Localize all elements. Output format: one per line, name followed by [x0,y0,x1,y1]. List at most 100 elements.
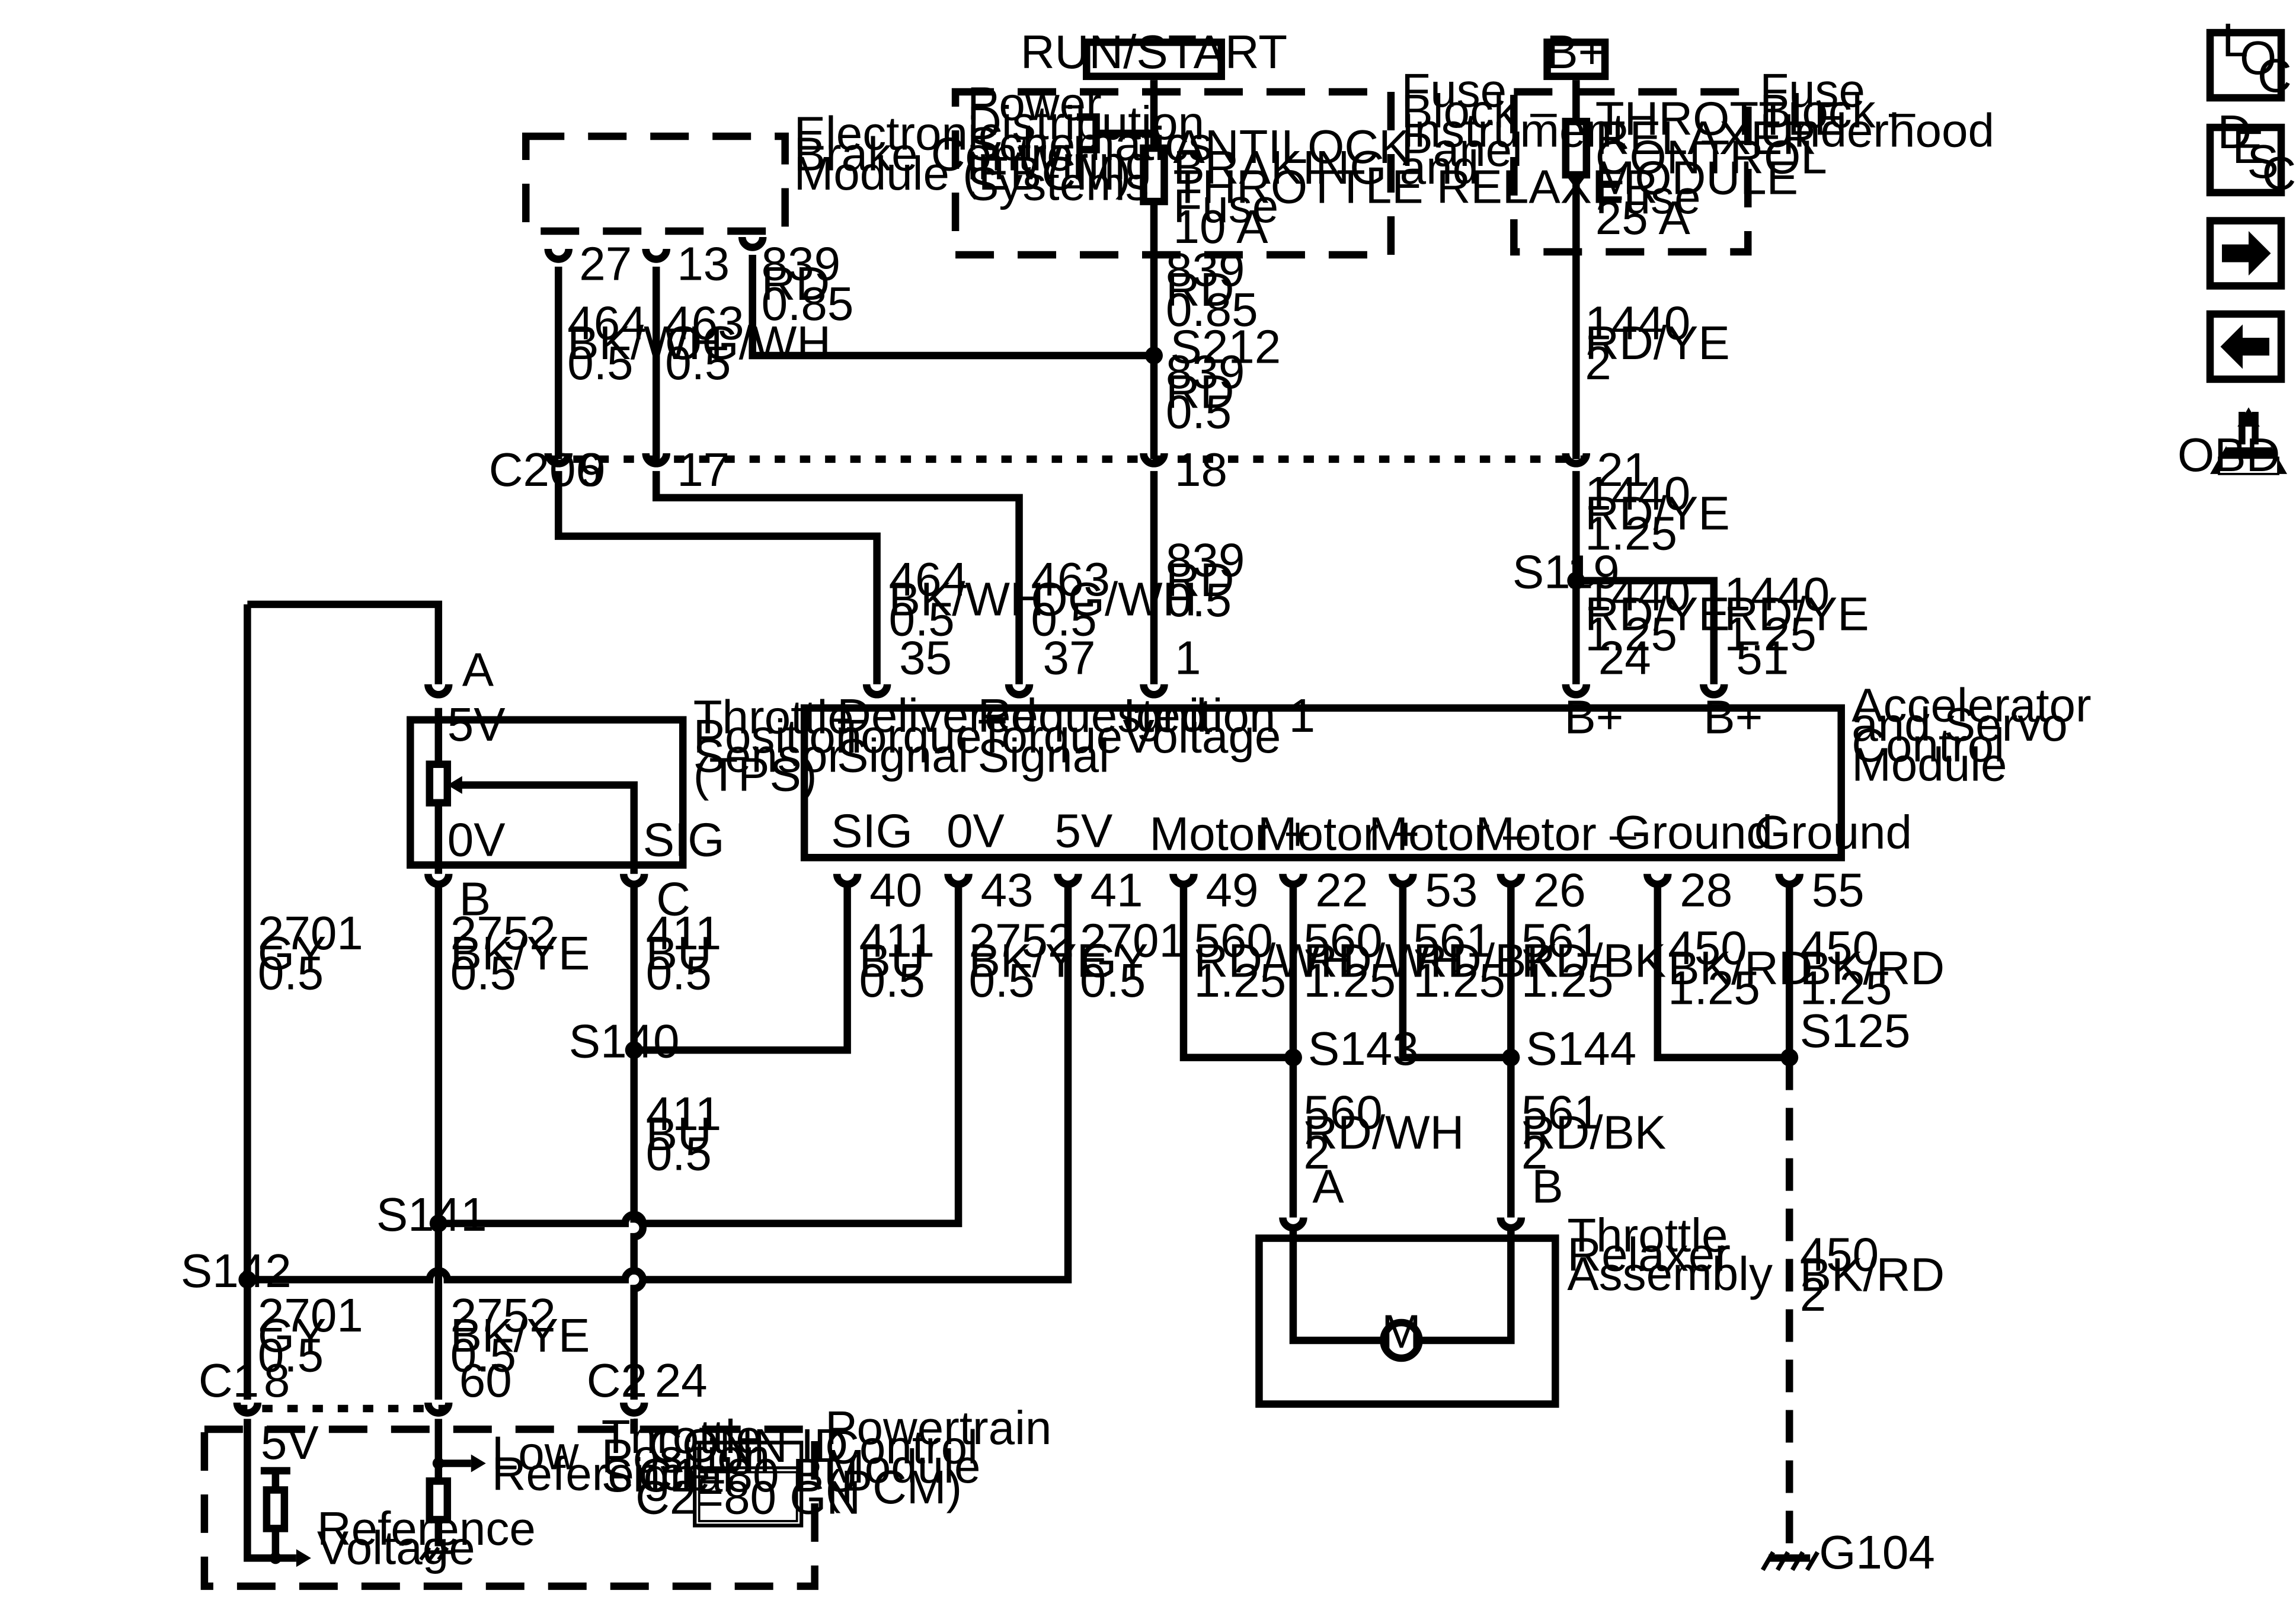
svg-text:40: 40 [869,864,922,917]
ebcm-module [522,132,789,235]
terminal-cup [424,1402,453,1417]
terminal-cup [424,873,453,888]
svg-text:S119: S119 [1512,545,1620,598]
svg-text:Systems: Systems [967,158,1149,210]
arrow-right-icon [2222,231,2271,276]
svg-text:Motor –: Motor – [1368,808,1530,860]
svg-text:ANTILOCK: ANTILOCK [1173,120,1410,173]
obd-ii-button[interactable]: II OBD II [2177,402,2296,481]
svg-text:C1=80 BU: C1=80 BU [638,1449,858,1502]
wire-label-line: 1.25 [1585,507,1677,559]
wire-label-line: RD [1166,366,1235,418]
svg-text:Module (EBCM): Module (EBCM) [794,147,1131,200]
svg-text:41: 41 [1091,864,1143,917]
svg-text:24: 24 [1598,631,1651,684]
svg-text:C206: C206 [489,443,602,496]
svg-text:9: 9 [579,443,605,496]
svg-text:B+: B+ [1546,25,1606,78]
svg-text:Motor –: Motor – [1475,808,1636,860]
svg-text:Accelerator: Accelerator [1851,678,2091,731]
wire-label-line: 560 [1194,914,1272,967]
terminal-cup [544,248,573,263]
svg-text:S142: S142 [181,1244,292,1297]
nav-desc-button[interactable]: D E S C [2206,105,2296,200]
wire-label-line: GY [258,1309,327,1362]
svg-text:43: 43 [981,864,1034,917]
wire-label-line: 2752 [450,1289,556,1342]
wire-label-line: RD [1166,553,1235,606]
ascm-top-pin-labels: Delivered Torque Signal Requested Torque… [837,689,1763,782]
svg-text:C2=80 GN: C2=80 GN [635,1471,861,1523]
wire-label-line: 0.5 [889,593,955,645]
tps-internals: 5V 0V SIG A B C [426,643,725,926]
tps-label: Throttle Position Sensor (TPS) [693,690,862,801]
wire-label-line: 0.5 [258,947,324,1000]
wire-label-line: RD/BK [1521,934,1666,987]
svg-text:Fuse: Fuse [1760,64,1865,117]
terminal-cup [1005,684,1034,699]
svg-text:Fuse: Fuse [1401,64,1507,117]
svg-text:Torque: Torque [837,710,982,763]
nav-back-button[interactable] [2206,310,2285,383]
wire-label-line: 2701 [258,907,363,959]
wire-label-line: 411 [646,1087,721,1140]
svg-text:26: 26 [1533,864,1586,917]
wire-label-line: BU [646,927,712,980]
svg-text:Signal: Signal [978,729,1109,782]
fuse-block-underhood-label: Fuse Block – Underhood [1760,64,1994,156]
wire-label-line: 464 [889,553,968,606]
relaxer-label: Throttle Relaxer Assembly [1567,1209,1773,1300]
wire-label-line: 1.25 [1668,962,1760,1014]
wire-label-line: 2752 [969,914,1075,967]
nav-forward-button[interactable] [2206,217,2285,290]
svg-text:Torque: Torque [978,710,1123,763]
arrow-left-icon [2220,324,2270,369]
wire-label-line: BK/RD [1800,1248,1945,1301]
svg-text:Panel: Panel [1401,123,1523,176]
svg-text:S125: S125 [1800,1004,1911,1057]
svg-text:Voltage: Voltage [1123,710,1281,763]
wire-label-line: RD [762,257,830,310]
terminal-cup [833,873,862,888]
svg-text:Distribution: Distribution [967,97,1204,149]
wire-label-line: 2 [1521,1126,1547,1179]
svg-text:37: 37 [1043,631,1096,684]
pcm-connector-labels: C1 8 60 C2 24 [199,1354,708,1407]
wire-label-line: 1440 [1724,568,1830,620]
b-plus-power-label: B+ [1543,25,1609,81]
splice-points [238,346,1799,1289]
terminal-cup [642,453,670,468]
svg-text:SIG: SIG [643,814,725,866]
wire-label-line: OG/WH [665,316,831,369]
wire-label-line: 411 [646,907,721,959]
conn-id-box: CONN ID C1=80 BU C2=80 GN [635,1419,861,1528]
wire-label-line: BK/RD [1668,942,1812,994]
svg-text:Control: Control [825,1420,978,1473]
throttle-relaxer-assembly [1255,1234,1559,1408]
wire-label-line: 0.5 [859,954,925,1007]
svg-text:O: O [2240,31,2276,84]
wire-label-line: RD/WH [1303,934,1464,987]
wire-label-line: 0.5 [1031,593,1097,645]
wire-label-line: RD/YE [1585,588,1729,641]
svg-text:S141: S141 [376,1188,487,1241]
ascm-bottom-pin-labels: SIG 0V 5V Motor + Motor + Motor – Motor … [831,805,1912,860]
svg-text:5V: 5V [447,698,506,751]
wire-label-line: BK/YE [969,934,1109,987]
svg-text:C: C [2262,147,2296,200]
nav-loc-button[interactable]: L O C [2206,14,2292,102]
svg-text:S143: S143 [1308,1022,1419,1075]
pcm-label: Powertrain Control Module (PCM) [825,1401,1051,1513]
wire-label-line: 839 [1166,243,1245,296]
svg-text:Assembly: Assembly [1567,1247,1773,1300]
wire-label-line: 839 [1166,345,1245,398]
wire-label-line: 0.5 [450,1329,516,1382]
wire-label-line: 0.5 [1166,574,1232,626]
wire-label-line: 2701 [258,1289,363,1342]
pcm-internals: 5V Reference Voltage Low Reference Throt… [244,1410,770,1574]
svg-text:E: E [2233,120,2264,173]
wire-label-line: 463 [665,296,744,349]
svg-text:II: II [2236,402,2262,454]
svg-text:10 A: 10 A [1173,200,1268,253]
